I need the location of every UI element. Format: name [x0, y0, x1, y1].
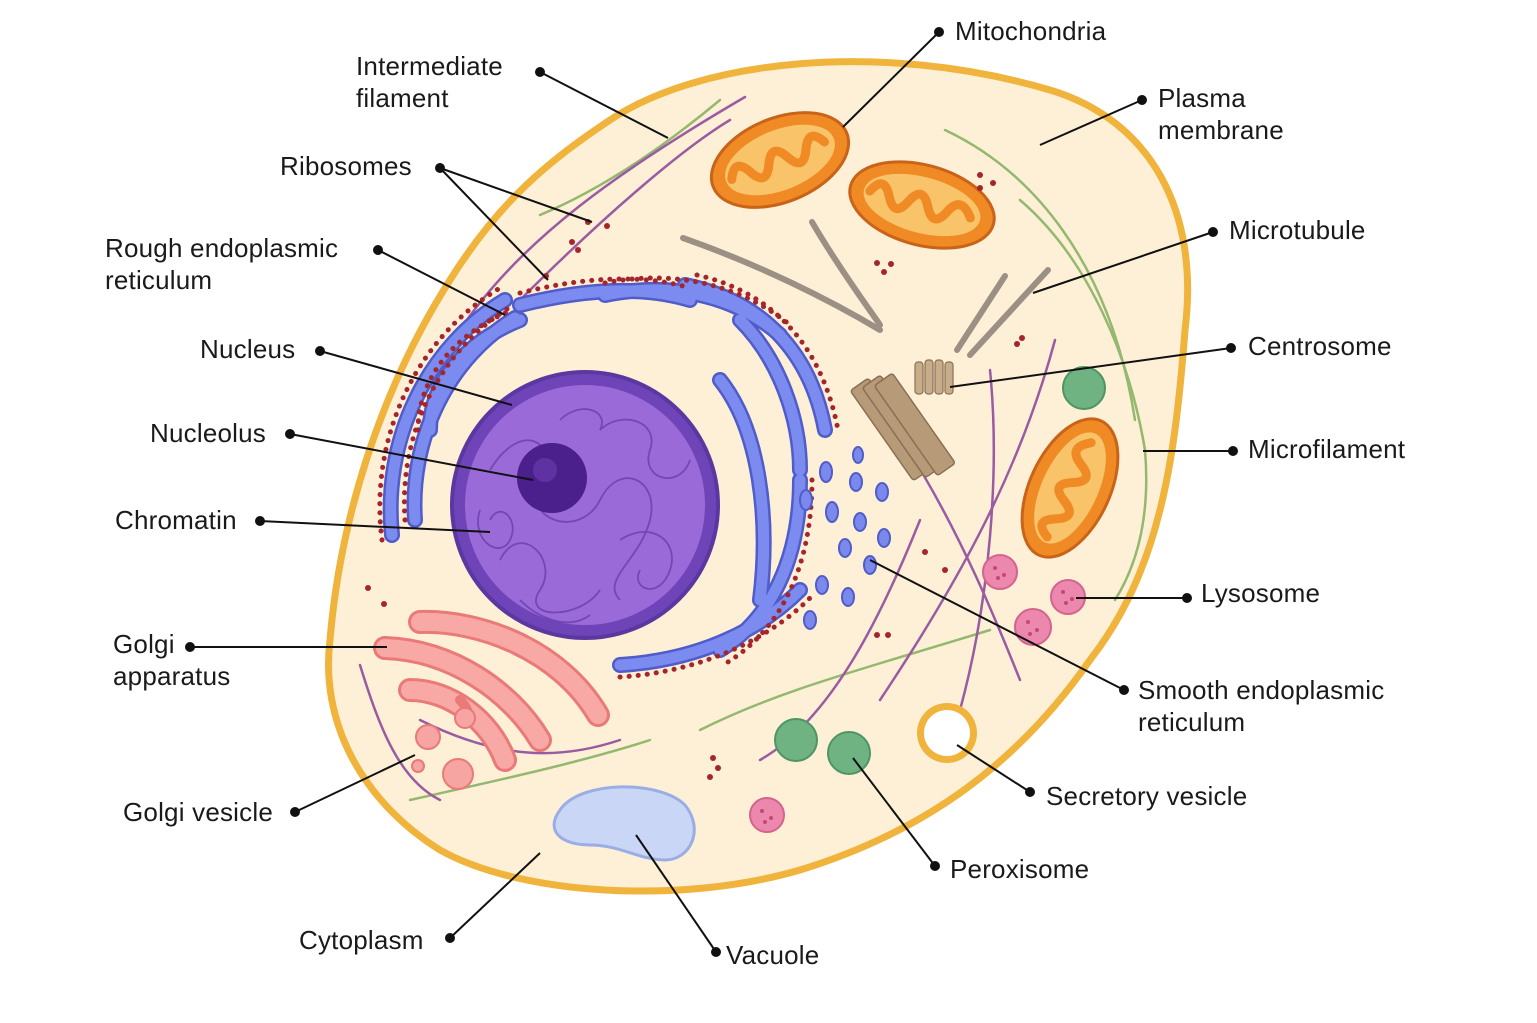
microfilaments	[408, 98, 1148, 802]
label-peroxisome: Peroxisome	[950, 854, 1090, 884]
secretory-vesicle	[917, 703, 977, 763]
label-nucleus: Nucleus	[200, 334, 296, 364]
label-rough-er: Rough endoplasmic reticulum	[105, 233, 339, 295]
label-microfilament: Microfilament	[1248, 434, 1406, 464]
label-centrosome: Centrosome	[1248, 331, 1392, 361]
lysosome-dots	[760, 566, 1074, 824]
label-intermediate-filament: Intermediate filament	[356, 51, 503, 113]
leader-lines	[185, 27, 1238, 957]
label-chromatin: Chromatin	[115, 505, 237, 535]
peroxisomes	[774, 366, 1106, 775]
nucleus	[450, 370, 720, 640]
free-ribosomes	[365, 172, 1025, 780]
label-plasma-membrane: Plasma membrane	[1158, 83, 1284, 145]
label-smooth-er: Smooth endoplasmic reticulum	[1138, 675, 1385, 737]
label-golgi-vesicle: Golgi vesicle	[123, 797, 273, 827]
label-golgi-apparatus: Golgi apparatus	[113, 629, 231, 691]
centrosome	[850, 359, 955, 481]
label-ribosomes: Ribosomes	[280, 151, 412, 181]
intermediate-filaments	[358, 95, 1057, 802]
golgi-apparatus	[373, 609, 610, 772]
label-microtubule: Microtubule	[1229, 215, 1366, 245]
label-nucleolus: Nucleolus	[150, 418, 266, 448]
label-lysosome: Lysosome	[1201, 578, 1321, 608]
label-vacuole: Vacuole	[726, 940, 820, 970]
label-mitochondria: Mitochondria	[955, 16, 1107, 46]
label-secretory-vesicle: Secretory vesicle	[1046, 781, 1248, 811]
label-cytoplasm: Cytoplasm	[299, 925, 424, 955]
golgi-vesicles	[411, 707, 476, 790]
microtubules	[680, 219, 1051, 358]
mitochondria	[709, 111, 1120, 559]
vacuole	[552, 785, 696, 862]
rough-endoplasmic-reticulum	[377, 272, 841, 680]
